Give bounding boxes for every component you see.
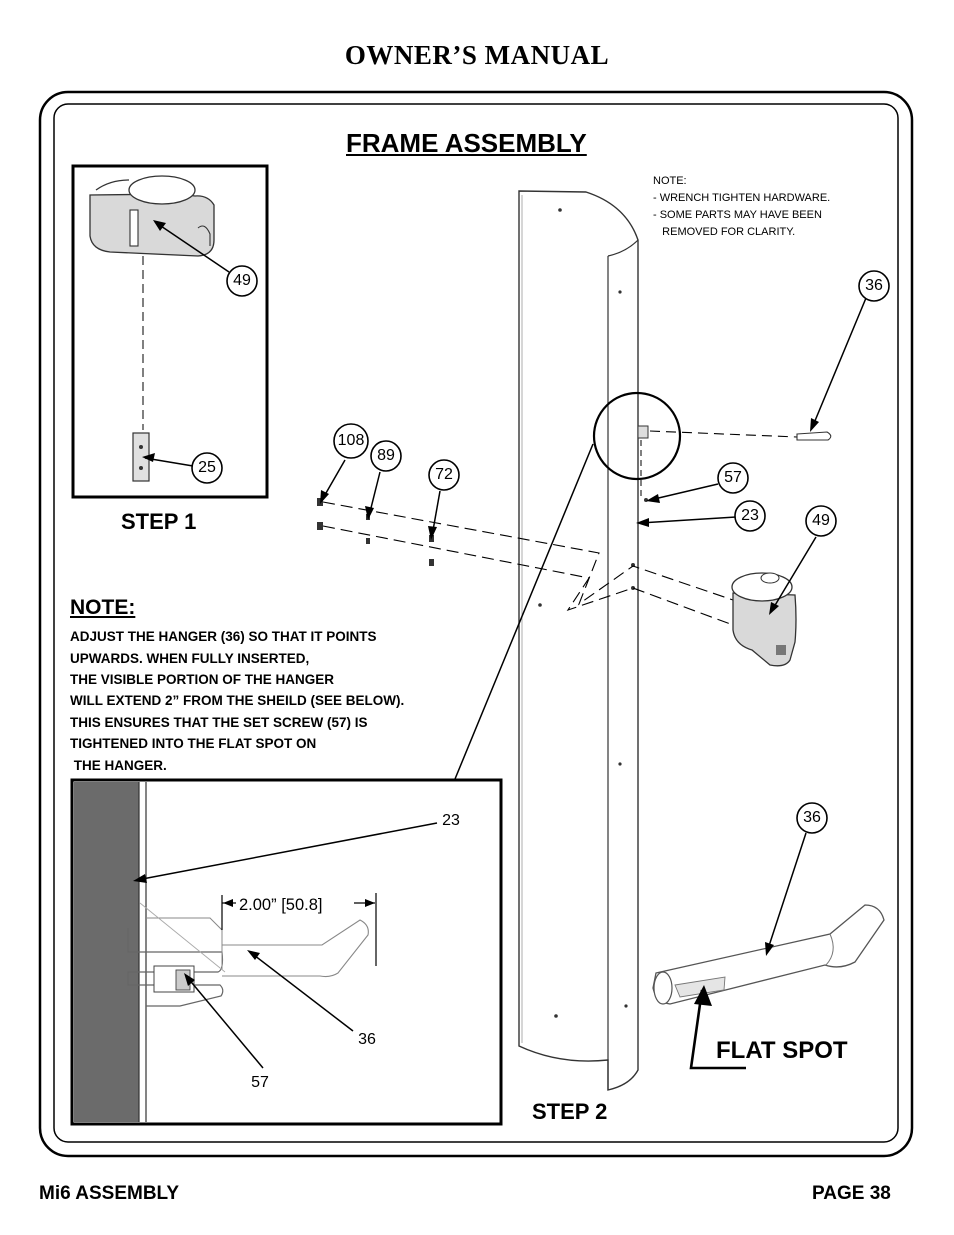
dimension-label: 2.00” [50.8] <box>239 896 323 914</box>
callout-36: 36 <box>358 1031 376 1048</box>
note-line: THIS ENSURES THAT THE SET SCREW (57) IS <box>70 715 368 730</box>
step1-label: STEP 1 <box>121 509 197 534</box>
large-hanger-part <box>652 904 885 1005</box>
footer-page-number: PAGE 38 <box>812 1183 891 1204</box>
hanger-small-part <box>796 431 832 441</box>
outer-frame <box>38 90 914 1158</box>
callout-89: 89 <box>377 447 395 464</box>
flat-spot-label: FLAT SPOT <box>716 1037 848 1064</box>
note-line: THE VISIBLE PORTION OF THE HANGER <box>70 672 335 687</box>
main-cup-part <box>731 572 797 667</box>
hardware-note-heading: NOTE: <box>653 175 687 187</box>
footer-assembly-label: Mi6 ASSEMBLY <box>39 1183 180 1204</box>
note-line: THE HANGER. <box>70 758 167 773</box>
note-line: ADJUST THE HANGER (36) SO THAT IT POINTS <box>70 629 377 644</box>
hardware-note-line: - SOME PARTS MAY HAVE BEEN <box>653 209 822 221</box>
callout-49: 49 <box>233 272 251 289</box>
step2-label: STEP 2 <box>532 1099 608 1124</box>
hardware-note-line: - WRENCH TIGHTEN HARDWARE. <box>653 192 831 204</box>
inner-frame <box>53 103 899 1143</box>
callout-57: 57 <box>251 1074 269 1091</box>
note-line: UPWARDS. WHEN FULLY INSERTED, <box>70 651 310 666</box>
detail-box <box>70 778 503 1126</box>
note-heading: NOTE: <box>70 596 136 619</box>
callout-23: 23 <box>442 812 460 829</box>
section-title: FRAME ASSEMBLY <box>346 128 587 158</box>
callout-72: 72 <box>435 466 453 483</box>
zoom-circle <box>592 391 682 481</box>
callout-36: 36 <box>865 277 883 294</box>
callout-36: 36 <box>803 809 821 826</box>
manual-title: OWNER’S MANUAL <box>344 40 610 70</box>
callout-23: 23 <box>741 507 759 524</box>
callout-49: 49 <box>812 512 830 529</box>
note-line: TIGHTENED INTO THE FLAT SPOT ON <box>70 736 317 751</box>
hardware-note-line: REMOVED FOR CLARITY. <box>653 226 796 238</box>
callout-25: 25 <box>198 459 216 476</box>
note-line: WILL EXTEND 2” FROM THE SHEILD (SEE BELO… <box>70 693 405 708</box>
upright-shield <box>518 190 649 1091</box>
callout-57: 57 <box>724 469 742 486</box>
callout-108: 108 <box>337 432 365 449</box>
